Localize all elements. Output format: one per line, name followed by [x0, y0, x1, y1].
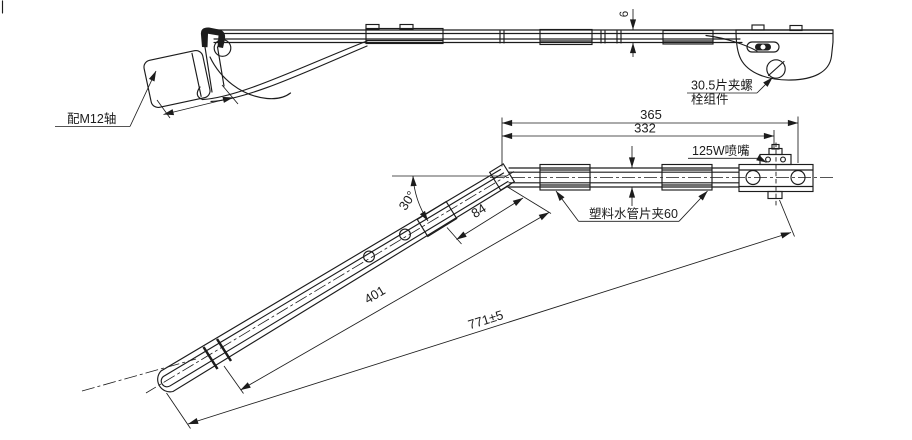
dim-332-label: 332	[634, 121, 656, 136]
leader-hose-clip-note: 塑料水管片夹60	[555, 190, 708, 222]
clamp-screw	[766, 59, 786, 79]
dim-771: 771±5	[166, 199, 795, 429]
dim-angle-30: 30°	[392, 175, 507, 222]
leader-nozzle-note: 125W喷嘴	[688, 144, 767, 163]
hose-clip-2	[661, 163, 713, 191]
dim-thickness: 6	[619, 9, 637, 57]
head-tab-1	[751, 24, 765, 31]
clip-tab-1	[365, 23, 380, 31]
blade-clamp-label-line1: 30.5片夹螺	[691, 79, 753, 93]
nozzle-base	[759, 153, 792, 166]
plan-view: 365 332 125W喷嘴 塑料水管片夹60	[81, 107, 834, 429]
leader-shaft-note: 配M12轴	[55, 70, 157, 127]
dim-365-label: 365	[640, 107, 662, 122]
hose-clip-label: 塑料水管片夹60	[589, 206, 678, 221]
shaft-note-label: 配M12轴	[67, 111, 116, 126]
screw-under-head	[767, 190, 783, 200]
dim-84: 84	[446, 185, 552, 245]
retainer-cap	[200, 27, 226, 48]
sleeve-2	[539, 28, 593, 46]
nozzle-tip	[771, 143, 780, 150]
dim-332: 332	[501, 121, 775, 149]
blade-clamp-label-line2: 栓组件	[691, 92, 729, 107]
arm-diagonal	[157, 168, 511, 393]
dim-401: 401	[223, 212, 550, 394]
overall-length-label: 771±5	[466, 307, 505, 332]
hose-clip-1	[539, 163, 591, 191]
dim-pivot-taper	[156, 84, 239, 119]
side-view: 配M12轴 6 30.5片夹螺 栓组件	[55, 9, 834, 127]
spring-hook	[209, 56, 292, 100]
wire-into-head	[705, 34, 758, 52]
sleeve-3	[662, 29, 714, 45]
pivot-head	[143, 27, 368, 108]
centerline-diagonal	[145, 171, 515, 394]
dim-365: 365	[501, 107, 799, 167]
pivot-rivet	[213, 39, 232, 57]
leader-blade-clamp-note: 30.5片夹螺 栓组件	[687, 77, 773, 107]
head-hole-1	[745, 169, 761, 186]
arm-bar-plan	[488, 163, 740, 191]
thickness-label: 6	[619, 11, 631, 17]
blade-head-plan	[738, 142, 814, 207]
head-hole-2	[790, 169, 806, 186]
sleeve-1	[365, 27, 444, 45]
pivot-block	[143, 50, 211, 108]
clip-tab-2	[399, 23, 414, 31]
nozzle-label: 125W喷嘴	[692, 144, 750, 158]
head-tab-2	[789, 24, 803, 32]
centerline-hook-end	[81, 358, 197, 392]
dim-401-label: 401	[362, 283, 388, 307]
diag-tube-outer	[157, 168, 511, 393]
arm-bar-side	[211, 23, 834, 46]
slide-slot	[746, 41, 780, 53]
diag-rod-inner	[160, 172, 509, 388]
